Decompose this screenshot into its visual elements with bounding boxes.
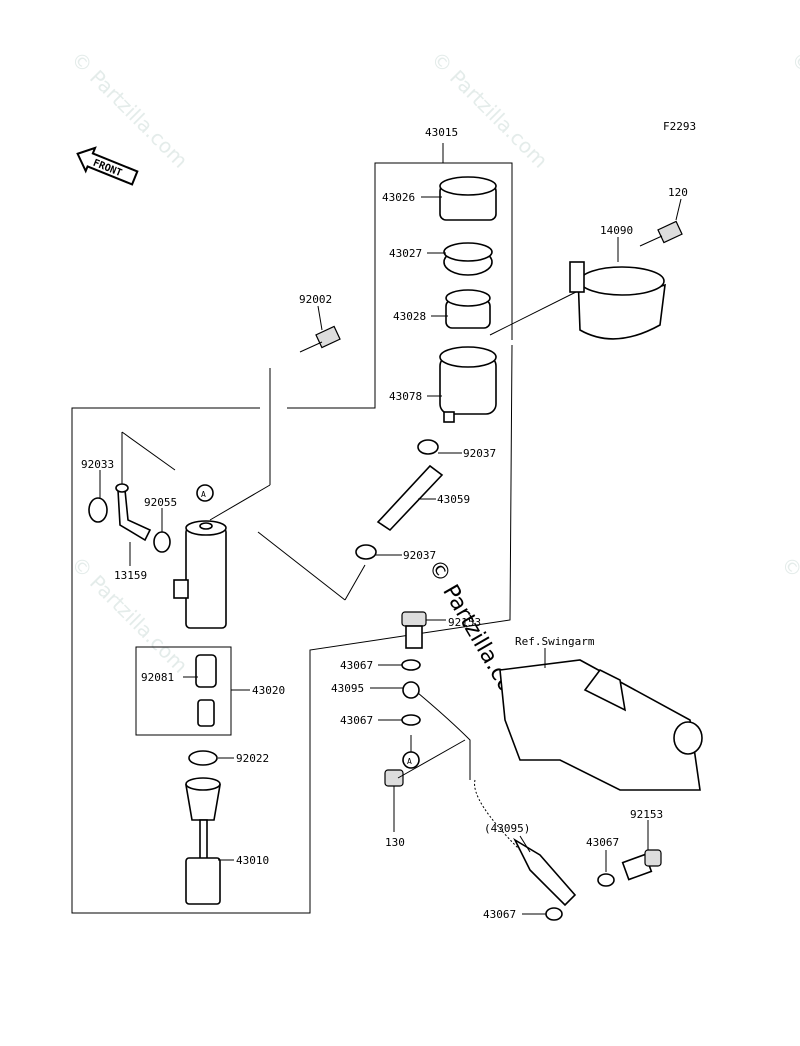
label-92022[interactable]: 92022 (236, 752, 269, 765)
spring-92081 (195, 654, 217, 727)
watermark: © Partzilla.com (776, 552, 800, 678)
marker-a1: A (201, 490, 206, 499)
part-labels: F2293 43015 43026 43027 43028 43078 9203… (81, 120, 696, 921)
bolt-120 (639, 220, 683, 247)
washer-43067-d (545, 907, 563, 921)
label-43095-ref[interactable]: (43095) (484, 822, 530, 835)
oring-92055 (153, 531, 171, 553)
hose-43059 (376, 464, 444, 532)
label-43028[interactable]: 43028 (393, 310, 426, 323)
watermarks: © Partzilla.com © Partzilla.com © Partzi… (66, 47, 800, 715)
marker-a2: A (407, 757, 412, 766)
washer-43067-c (597, 873, 615, 887)
label-92055[interactable]: 92055 (144, 496, 177, 509)
front-arrow-icon: FRONT (76, 146, 139, 186)
washer-43067-b (401, 714, 421, 726)
label-43010[interactable]: 43010 (236, 854, 269, 867)
label-43020[interactable]: 43020 (252, 684, 285, 697)
brake-hose-43095 (402, 681, 577, 907)
watermark: © Partzilla.com (426, 47, 552, 173)
plate-43028 (445, 289, 491, 329)
watermark: © Partzilla.com (786, 47, 800, 173)
label-92037-a[interactable]: 92037 (463, 447, 496, 460)
label-130[interactable]: 130 (385, 836, 405, 849)
label-43067-d[interactable]: 43067 (483, 908, 516, 921)
label-43067-a[interactable]: 43067 (340, 659, 373, 672)
banjo-bolt-92153-b (621, 849, 662, 881)
label-43067-c[interactable]: 43067 (586, 836, 619, 849)
bolt-92002 (299, 325, 341, 353)
leader-lines (99, 196, 682, 915)
label-43095[interactable]: 43095 (331, 682, 364, 695)
diagram-code: F2293 (663, 120, 696, 133)
label-92002[interactable]: 92002 (299, 293, 332, 306)
circlip-92033 (88, 497, 108, 523)
swingarm-ref (499, 659, 703, 791)
master-cylinder (173, 520, 227, 629)
label-92033[interactable]: 92033 (81, 458, 114, 471)
diaphragm-43027 (443, 242, 493, 276)
marker-a-circle (196, 484, 420, 769)
label-43026[interactable]: 43026 (382, 191, 415, 204)
guard-14090 (569, 261, 666, 340)
label-43015[interactable]: 43015 (425, 126, 458, 139)
assembly-outline (71, 143, 581, 914)
fitting-13159 (115, 483, 152, 542)
label-14090[interactable]: 14090 (600, 224, 633, 237)
label-43059[interactable]: 43059 (437, 493, 470, 506)
label-92153-b[interactable]: 92153 (630, 808, 663, 821)
washer-43067-a (401, 659, 421, 671)
label-120[interactable]: 120 (668, 186, 688, 199)
label-43027[interactable]: 43027 (389, 247, 422, 260)
label-43078[interactable]: 43078 (389, 390, 422, 403)
label-92081[interactable]: 92081 (141, 671, 174, 684)
reservoir-43078 (439, 346, 497, 423)
label-ref-swingarm: Ref.Swingarm (515, 635, 595, 648)
label-92037-b[interactable]: 92037 (403, 549, 436, 562)
label-43067-b[interactable]: 43067 (340, 714, 373, 727)
pushrod-43010 (185, 777, 221, 905)
label-92153-a[interactable]: 92153 (448, 616, 481, 629)
label-13159[interactable]: 13159 (114, 569, 147, 582)
clamp-92037-a (417, 439, 439, 455)
clamp-92037-b (355, 544, 377, 560)
reservoir-cap-43026 (439, 176, 497, 221)
banjo-bolt-92153-a (401, 611, 427, 649)
bolt-130 (384, 769, 404, 800)
circlip-92022 (188, 750, 218, 766)
